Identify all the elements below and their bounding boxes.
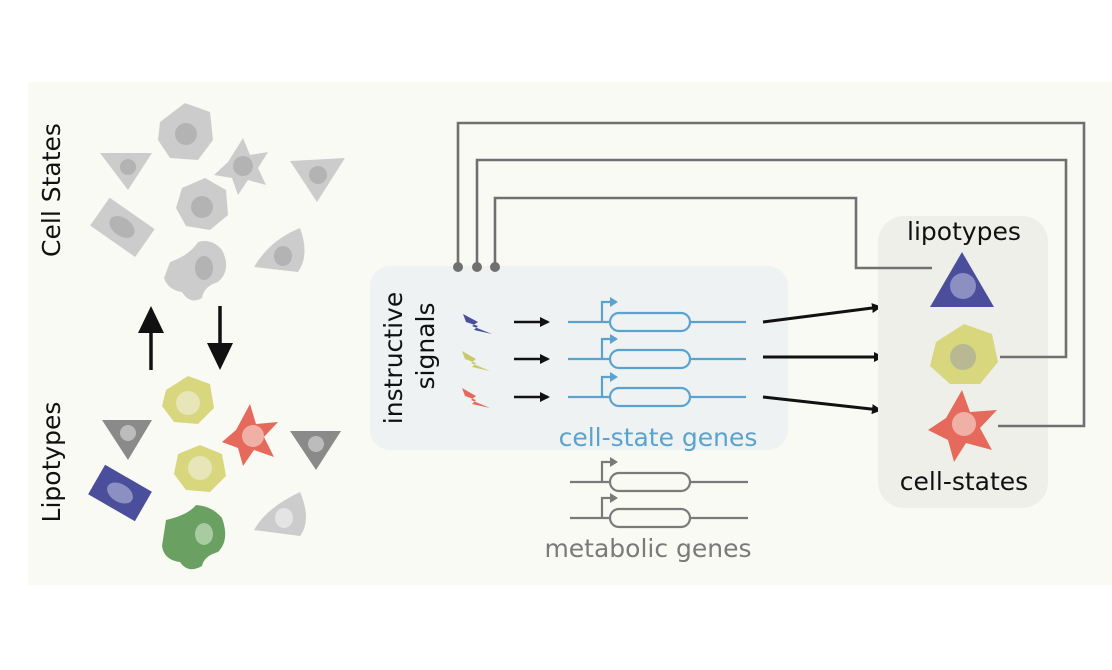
output-arrows [762,303,884,415]
metabolic-genes [570,457,748,529]
feedback-line-middle [475,158,1068,359]
metabolic-genes-label: metabolic genes [544,534,751,563]
blue-rectangle-cell [88,464,152,522]
cell-states-output-label: cell-states [900,467,1028,496]
green-amoeboid-cell [162,505,226,570]
grey-rectangle-cell [90,197,155,257]
output-yellow-round-cell [930,324,998,384]
lipotypes-cluster [88,376,341,570]
yellow-signal-icon [462,351,490,371]
grey-half-moon-cell-lipotype [254,492,306,536]
cell-state-gene-3 [568,372,746,408]
lipotypes-output-label: lipotypes [907,217,1021,246]
grey-triangle-cell-right [290,158,345,202]
cell-state-gene-2 [568,334,746,370]
dark-grey-triangle-cell [102,420,152,460]
feedback-terminals [453,262,500,272]
feedback-loops [456,121,1086,428]
up-arrow-icon [138,306,164,370]
grey-round-cell-center [176,178,228,230]
yellow-round-cell [162,376,214,424]
grey-amoeboid-cell [164,241,227,301]
yellow-round-cell-center [174,445,226,492]
cell-state-gene-1 [568,297,746,333]
lipotypes-axis-label: Lipotypes [37,402,66,523]
metabolic-gene-1 [570,457,748,493]
grey-half-moon-cell [254,228,305,272]
red-star-cell [222,404,278,466]
instructive-signals-label-line2: signals [411,303,440,390]
feedback-line-inner [493,196,932,270]
output-red-star-cell [928,390,997,462]
cell-state-genes-label: cell-state genes [559,423,758,452]
output-blue-triangle-cell [930,252,994,307]
output-arrow-top [762,303,882,324]
instructive-signals-label-line1: instructive [379,292,408,424]
cell-states-axis-label: Cell States [37,123,66,257]
dark-grey-triangle-cell-right [290,431,341,470]
metabolic-gene-2 [570,493,748,529]
cell-state-genes [568,297,746,408]
grey-star-cell [214,138,268,195]
signal-arrows [514,317,550,402]
blue-signal-icon [463,314,492,334]
down-arrow-icon [207,306,233,370]
grey-round-cell [158,103,213,160]
red-signal-icon [462,388,490,408]
cell-states-cluster [90,103,345,301]
output-arrow-bottom [762,395,882,415]
state-to-lipotype-arrows [138,306,233,370]
grey-triangle-cell [100,153,152,190]
feedback-line-outer [456,121,1086,428]
